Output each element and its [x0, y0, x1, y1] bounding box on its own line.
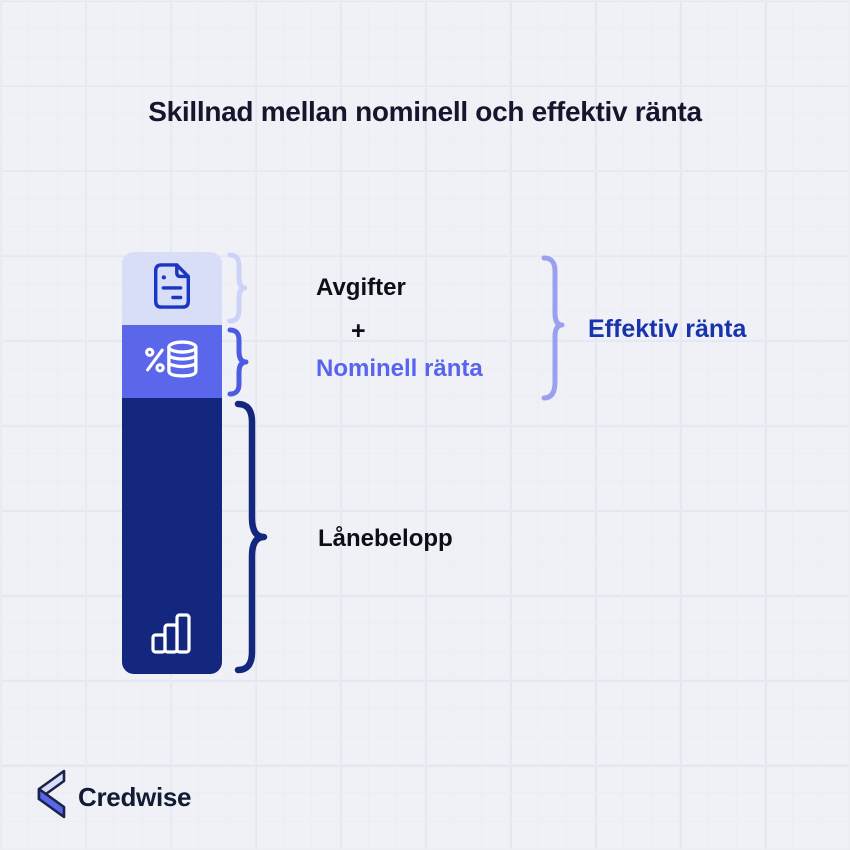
avgifter-label: Avgifter — [316, 274, 406, 301]
page-title: Skillnad mellan nominell och effektiv rä… — [148, 96, 702, 127]
lanebelopp-brace — [234, 400, 268, 674]
credwise-logo-text: Credwise — [78, 782, 192, 812]
percent-coins-icon — [144, 338, 200, 385]
effektiv-brace — [541, 255, 565, 401]
avgifter-segment — [122, 252, 222, 325]
nominell-brace — [227, 327, 249, 397]
nominell-ranta-segment — [122, 325, 222, 398]
effektiv-ranta-label: Effektiv ränta — [588, 315, 747, 343]
credwise-logo-icon — [34, 769, 68, 826]
nominell-ranta-label: Nominell ränta — [316, 355, 483, 382]
lanebelopp-label: Lånebelopp — [318, 525, 453, 552]
credwise-logo: Credwise — [34, 769, 192, 826]
stacked-bar — [122, 252, 222, 674]
lanebelopp-segment — [122, 398, 222, 674]
document-icon — [149, 261, 195, 316]
avgifter-brace — [227, 252, 247, 324]
plus-label: + — [351, 317, 366, 345]
bar-chart-icon — [146, 607, 198, 660]
